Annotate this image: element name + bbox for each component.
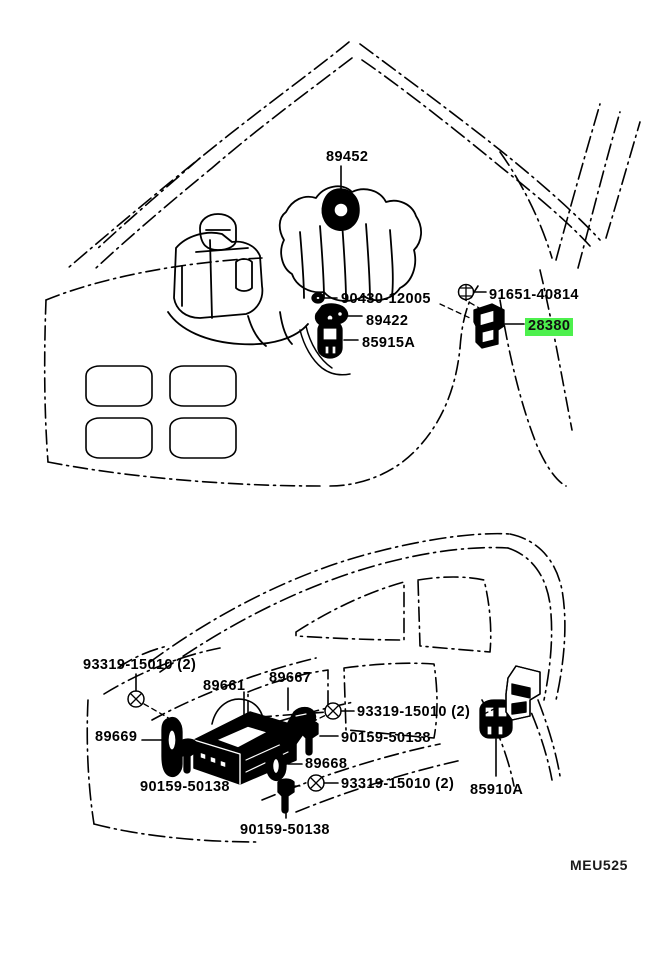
upper-a-pillar <box>555 103 641 269</box>
upper-front-bumper-outline <box>43 257 321 487</box>
callout-label-89422: 89422 <box>366 313 409 329</box>
part-28380-relay <box>473 303 505 349</box>
bolt-symbol-91651-40814 <box>457 283 475 301</box>
callout-label-85915A: 85915A <box>362 335 416 351</box>
callout-label-90159-50138-bottom: 90159-50138 <box>240 822 330 838</box>
callout-label-90159-50138-mid: 90159-50138 <box>341 730 431 746</box>
callout-label-93319-15010-bottom: 93319-15010 (2) <box>341 776 455 792</box>
part-85915A-relay <box>317 319 343 359</box>
part-89668-retainer <box>265 750 287 782</box>
lower-body-side-outline <box>86 645 561 843</box>
callout-label-93319-15010-center: 93319-15010 (2) <box>357 704 471 720</box>
part-85910A-relay <box>479 699 513 739</box>
callout-label-93319-15010-left: 93319-15010 (2) <box>83 657 197 673</box>
guide-right-bracket <box>479 703 505 717</box>
diagram-reference-code: MEU525 <box>570 857 629 873</box>
bracket-85915A <box>299 325 351 376</box>
part-90159-50138-bolt-bottom <box>277 778 295 814</box>
assembly-guide-28380 <box>439 297 487 319</box>
part-89422-sensor <box>314 303 349 327</box>
callout-label-89452: 89452 <box>326 149 369 165</box>
screw-symbol-93319-center <box>324 702 342 720</box>
callout-label-91651-40814: 91651-40814 <box>489 287 579 303</box>
callout-label-89669: 89669 <box>95 729 138 745</box>
upper-engine-assembly <box>167 185 422 347</box>
lower-right-bracket <box>505 665 541 721</box>
callout-label-89661: 89661 <box>203 678 246 694</box>
lower-assembly-guides <box>183 733 301 787</box>
callout-label-28380-highlighted: 28380 <box>525 318 574 336</box>
part-89667-clamp <box>277 706 317 750</box>
callout-label-90159-50138-left: 90159-50138 <box>140 779 230 795</box>
guide-93319-left <box>143 703 173 721</box>
upper-fender-wheel-arch <box>329 269 573 487</box>
part-90430-12005-washer <box>311 292 325 304</box>
guide-93319-center <box>311 714 327 723</box>
callout-label-89667: 89667 <box>269 670 312 686</box>
callout-label-85910A: 85910A <box>470 782 524 798</box>
part-89669-bracket <box>161 716 183 778</box>
lower-roof-outline <box>149 532 566 701</box>
callout-label-90430-12005: 90430-12005 <box>341 291 431 307</box>
screw-symbol-93319-bottom <box>307 774 325 792</box>
callout-label-89668: 89668 <box>305 756 348 772</box>
part-89452-grommet <box>321 188 360 231</box>
screw-symbol-93319-left <box>127 690 145 708</box>
part-90159-50138-bolt-mid <box>301 720 319 756</box>
lower-ecu-harness <box>211 698 264 731</box>
